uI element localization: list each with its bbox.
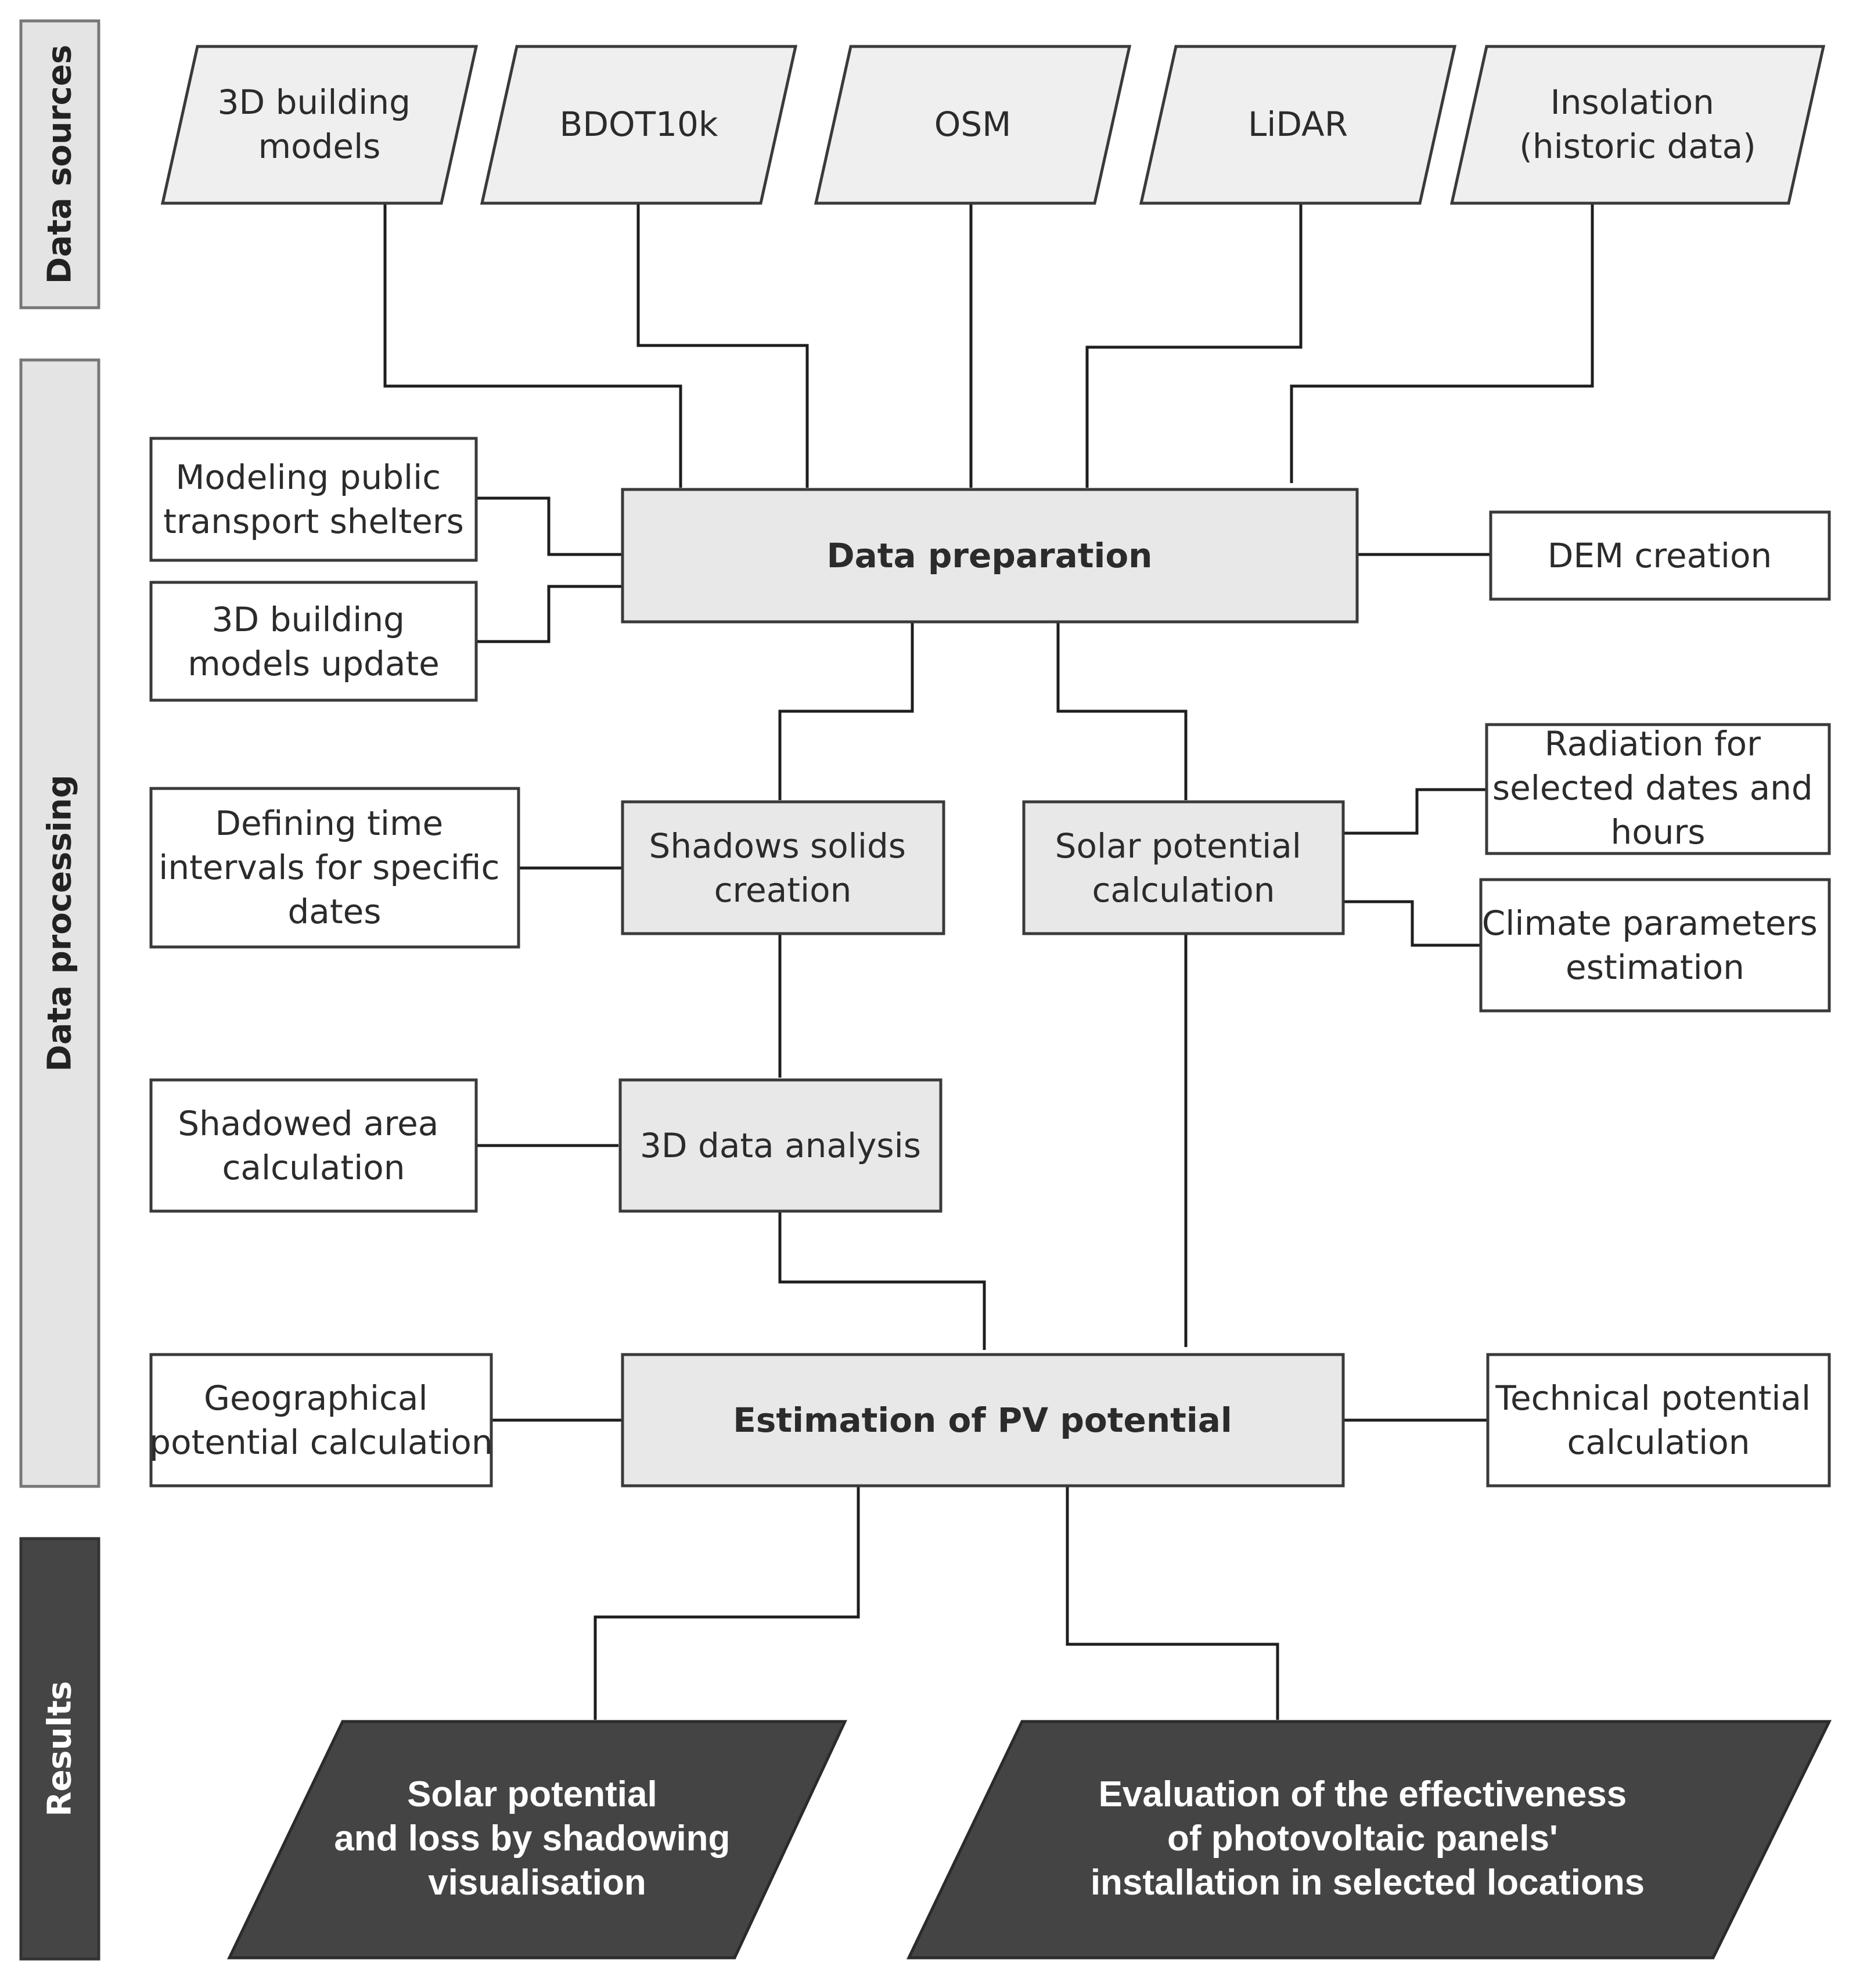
source-insolation: Insolation (historic data) bbox=[1449, 45, 1826, 205]
node-building-update-label: 3D building models update bbox=[188, 600, 440, 683]
node-geographical-label: Geographical potential calculation bbox=[149, 1378, 492, 1462]
edge-building-models-to-prep bbox=[383, 203, 682, 488]
node-climate: Climate parameters estimation bbox=[1479, 878, 1831, 1013]
node-3d-data-analysis-label: 3D data analysis bbox=[640, 1126, 921, 1165]
source-lidar: LiDAR bbox=[1139, 45, 1457, 205]
edge-analysis-to-estimation bbox=[778, 1212, 986, 1350]
node-estimation-pv: Estimation of PV potential bbox=[621, 1353, 1345, 1488]
source-3d-building-models-label: 3D building models bbox=[218, 82, 422, 166]
node-modeling-shelters: Modeling public transport shelters bbox=[149, 437, 478, 562]
node-shadows-solids: Shadows solids creation bbox=[621, 800, 945, 935]
source-3d-building-models: 3D building models bbox=[160, 45, 479, 205]
result-visualisation: Solar potential and loss by shadowing vi… bbox=[227, 1720, 847, 1960]
node-climate-label: Climate parameters estimation bbox=[1482, 903, 1828, 987]
node-data-preparation-label: Data preparation bbox=[827, 536, 1153, 575]
edge-shelters-to-prep bbox=[476, 496, 622, 556]
source-osm-label: OSM bbox=[934, 105, 1012, 144]
node-shadowed-area-label: Shadowed area calculation bbox=[178, 1104, 449, 1187]
source-osm: OSM bbox=[814, 45, 1132, 205]
node-dem-creation-label: DEM creation bbox=[1548, 536, 1772, 575]
band-data-processing-label: Data processing bbox=[41, 775, 79, 1072]
result-evaluation-label: Evaluation of the effectiveness of photo… bbox=[1091, 1774, 1645, 1903]
node-radiation-label: Radiation for selected dates and hours bbox=[1492, 724, 1823, 852]
edge-estimation-to-visualisation bbox=[593, 1486, 860, 1720]
node-3d-data-analysis: 3D data analysis bbox=[618, 1078, 943, 1213]
edge-update-to-prep bbox=[476, 585, 622, 643]
band-results-label: Results bbox=[41, 1681, 79, 1817]
node-building-update: 3D building models update bbox=[149, 581, 478, 702]
node-solar-potential-calc: Solar potential calculation bbox=[1022, 800, 1345, 935]
result-visualisation-label: Solar potential and loss by shadowing vi… bbox=[334, 1774, 740, 1903]
source-bdot10k-label: BDOT10k bbox=[560, 105, 718, 144]
node-solar-potential-calc-label: Solar potential calculation bbox=[1055, 826, 1312, 910]
edge-prep-to-shadows bbox=[778, 622, 914, 801]
node-shadows-solids-label: Shadows solids creation bbox=[649, 826, 917, 910]
edge-estimation-to-evaluation bbox=[1066, 1486, 1279, 1720]
band-data-processing: Data processing bbox=[19, 358, 100, 1488]
source-lidar-label: LiDAR bbox=[1248, 105, 1348, 144]
band-data-sources-label: Data sources bbox=[41, 45, 79, 284]
connectors bbox=[383, 203, 1594, 1720]
source-insolation-label: Insolation (historic data) bbox=[1519, 82, 1756, 166]
band-data-sources: Data sources bbox=[19, 19, 100, 309]
node-modeling-shelters-label: Modeling public transport shelters bbox=[163, 458, 464, 541]
node-geographical: Geographical potential calculation bbox=[149, 1353, 493, 1488]
edge-climate-to-solar bbox=[1344, 900, 1481, 947]
node-technical: Technical potential calculation bbox=[1486, 1353, 1831, 1488]
edge-bdot-to-prep bbox=[636, 203, 809, 488]
node-estimation-pv-label: Estimation of PV potential bbox=[733, 1400, 1232, 1440]
node-dem-creation: DEM creation bbox=[1489, 510, 1831, 601]
node-defining-intervals: Defining time intervals for specific dat… bbox=[149, 787, 520, 949]
band-results: Results bbox=[19, 1537, 100, 1961]
result-evaluation: Evaluation of the effectiveness of photo… bbox=[906, 1720, 1832, 1960]
edge-prep-to-solar bbox=[1056, 622, 1188, 801]
edge-lidar-to-prep bbox=[1085, 203, 1303, 488]
node-data-preparation: Data preparation bbox=[621, 488, 1359, 624]
node-radiation: Radiation for selected dates and hours bbox=[1485, 723, 1831, 855]
node-defining-intervals-label: Defining time intervals for specific dat… bbox=[159, 804, 510, 931]
source-bdot10k: BDOT10k bbox=[480, 45, 798, 205]
node-shadowed-area: Shadowed area calculation bbox=[149, 1078, 478, 1213]
node-technical-label: Technical potential calculation bbox=[1495, 1378, 1821, 1462]
edge-insolation-to-prep bbox=[1290, 203, 1594, 484]
edge-radiation-to-solar bbox=[1344, 788, 1487, 835]
